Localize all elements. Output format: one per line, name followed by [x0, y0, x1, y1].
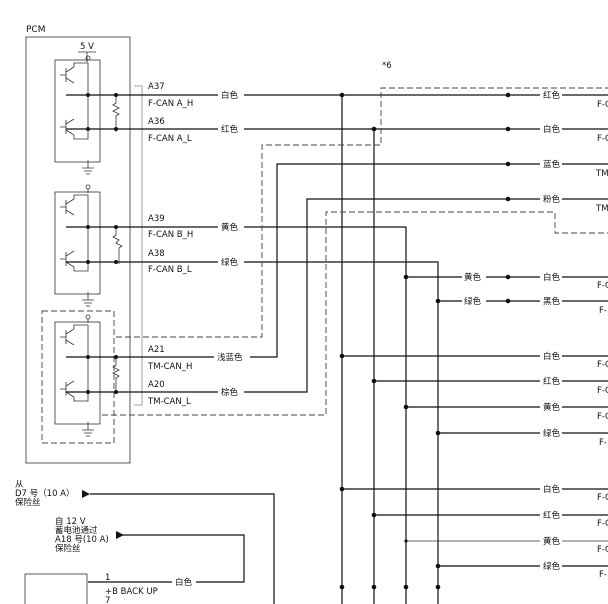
fuse-d7-label: 保险丝 [15, 497, 41, 508]
fuse-a18-line2: 蓄电池通过 [55, 525, 98, 536]
pcm-module: PCM 5 V [25, 25, 143, 464]
wire-a21 [136, 163, 608, 358]
pin-a36: A36 [148, 117, 165, 127]
wire-color-a37: 白色 [221, 90, 239, 101]
pin-a39-signal: F-CAN B_H [148, 230, 193, 240]
right-color-14: 绿色 [543, 561, 561, 572]
backup-connector: 1 +B BACK UP 7 白色 [24, 573, 193, 604]
wire-fuse-d7 [90, 493, 275, 604]
tm-inner-dashed-box [41, 310, 115, 444]
mid-color-yellow: 黄色 [464, 272, 482, 283]
right-color-4: 粉色 [543, 194, 561, 205]
arrow-d7-icon [82, 490, 90, 498]
right-signal-10: F- [599, 438, 607, 448]
right-signal-3: TM [595, 169, 608, 179]
right-color-9: 黄色 [543, 402, 561, 413]
note-marker: *6 [382, 61, 392, 71]
wire-fuse-a18 [120, 534, 245, 583]
fuse-d7-source: 从 D7 号（10 A） 保险丝 [15, 480, 90, 508]
right-signal-14: F- [599, 570, 607, 580]
shield-dashed-lower [102, 211, 608, 416]
backup-pin2: 7 [105, 596, 110, 604]
pin-a38-signal: F-CAN B_L [148, 265, 192, 275]
right-signal-labels: F-C F-C TM TM F-C F- F-C F-C F-C F- F-C … [595, 100, 608, 580]
pin-labels: A37 F-CAN A_H A36 F-CAN A_L A39 F-CAN B_… [147, 82, 193, 407]
mid-wire-color-labels: 黄色 绿色 [464, 272, 482, 307]
right-wire-color-labels: 红色 白色 蓝色 粉色 白色 黑色 白色 红色 黄色 绿色 白色 红色 黄色 绿… [543, 90, 561, 572]
right-color-5: 白色 [543, 272, 561, 283]
left-wire-color-labels: 白色 红色 黄色 绿色 浅蓝色 棕色 [217, 90, 243, 398]
pin-a20-signal: TM-CAN_L [147, 397, 191, 407]
pin-a36-signal: F-CAN A_L [148, 134, 192, 144]
transceiver-tm-can [54, 314, 136, 437]
fuse-a18-line3: A18 号(10 A) [55, 535, 109, 545]
right-color-3: 蓝色 [543, 159, 561, 170]
junction-dots [339, 92, 511, 590]
transceiver-f-can-b [54, 184, 136, 307]
shield-dashed-upper [116, 87, 608, 338]
backup-label: +B BACK UP [105, 587, 158, 597]
right-color-7: 白色 [543, 351, 561, 362]
pin-a38: A38 [148, 249, 165, 259]
right-color-10: 绿色 [543, 428, 561, 439]
right-signal-1: F-C [597, 100, 608, 110]
right-signal-5: F-C [597, 281, 608, 291]
right-signal-11: F-C [597, 493, 608, 503]
wires [88, 87, 608, 604]
backup-wire-color: 白色 [175, 577, 193, 588]
pin-a39: A39 [148, 214, 165, 224]
fuse-a18-line1: 自 12 V [55, 516, 86, 527]
pin-a37-signal: F-CAN A_H [148, 99, 193, 109]
right-color-2: 白色 [543, 124, 561, 135]
pin-a37: A37 [148, 82, 165, 92]
right-color-6: 黑色 [543, 296, 561, 307]
wire-a38 [136, 261, 439, 604]
transceiver-f-can-a [54, 55, 136, 175]
right-color-1: 红色 [543, 90, 561, 101]
fuse-d7-from: 从 [15, 480, 24, 490]
wire-color-a20: 棕色 [221, 387, 239, 398]
pcm-title: PCM [26, 25, 45, 35]
connector-bracket [134, 85, 143, 406]
fuse-a18-source: 自 12 V 蓄电池通过 A18 号(10 A) 保险丝 [55, 516, 124, 554]
right-color-13: 黄色 [543, 536, 561, 547]
fuse-a18-line4: 保险丝 [55, 543, 81, 554]
backup-box [24, 573, 88, 604]
backup-pin: 1 [105, 573, 110, 583]
fuse-d7-line: D7 号（10 A） [15, 488, 75, 499]
wire-color-a38: 绿色 [221, 257, 239, 268]
pcm-box [25, 36, 131, 464]
supply-voltage-label: 5 V [80, 42, 94, 52]
mid-color-green: 绿色 [464, 296, 482, 307]
pin-a20: A20 [148, 380, 165, 390]
right-signal-6: F- [599, 306, 607, 316]
right-signal-12: F-C [597, 519, 608, 529]
wire-a39 [136, 226, 407, 604]
right-color-11: 白色 [543, 484, 561, 495]
right-signal-8: F-C [597, 386, 608, 396]
pin-a21: A21 [148, 345, 165, 355]
wire-color-a36: 红色 [221, 124, 239, 135]
right-signal-9: F-C [597, 412, 608, 422]
right-color-8: 红色 [543, 376, 561, 387]
arrow-a18-icon [116, 531, 124, 539]
right-color-12: 红色 [543, 510, 561, 521]
right-signal-4: TM [595, 204, 608, 214]
right-signal-13: F-C [597, 545, 608, 555]
right-signal-7: F-C [597, 360, 608, 370]
pin-a21-signal: TM-CAN_H [147, 362, 192, 372]
wire-color-a39: 黄色 [221, 222, 239, 233]
wire-color-a21: 浅蓝色 [217, 352, 243, 363]
right-signal-2: F-C [597, 134, 608, 144]
wire-a20 [136, 198, 608, 393]
